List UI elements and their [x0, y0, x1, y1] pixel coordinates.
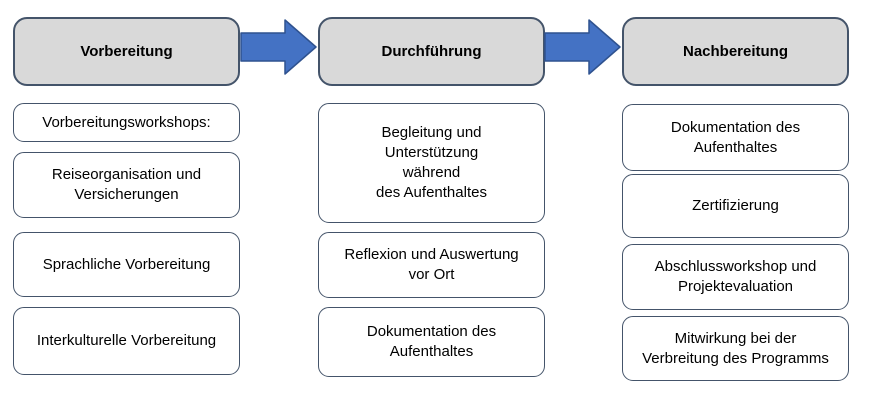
task-box-label: Zertifizierung	[692, 197, 779, 215]
task-box-label: Begleitung und Unterstützung während des…	[376, 124, 487, 201]
task-box-label: Vorbereitungsworkshops:	[42, 113, 211, 131]
stage-header-nachbereitung: Nachbereitung	[622, 17, 849, 86]
task-box-label: Dokumentation des Aufenthaltes	[670, 118, 801, 156]
task-box-sprachliche-vorbereitung: Sprachliche Vorbereitung	[13, 232, 240, 297]
task-box-label: Interkulturelle Vorbereitung	[36, 332, 217, 350]
task-box-label: Abschlussworkshop und Projektevaluation	[654, 258, 817, 295]
task-box-reflexion-auswertung: Reflexion und Auswertung vor Ort	[318, 232, 545, 298]
task-box-interkulturelle-vorbereitung: Interkulturelle Vorbereitung	[13, 307, 240, 375]
task-box-zertifizierung: Zertifizierung	[622, 174, 849, 238]
stage-header-label: Durchführung	[381, 43, 482, 60]
task-box-label: Dokumentation des Aufenthaltes	[366, 323, 497, 360]
task-box-label: Reflexion und Auswertung vor Ort	[344, 246, 519, 283]
task-box-mitwirkung-verbreitung: Mitwirkung bei der Verbreitung des Progr…	[622, 316, 849, 381]
task-box-label: Sprachliche Vorbereitung	[42, 255, 211, 273]
right-arrow-icon	[240, 19, 317, 75]
right-arrow-icon	[544, 19, 621, 75]
task-box-begleitung-unterstuetzung: Begleitung und Unterstützung während des…	[318, 103, 545, 223]
task-box-dokumentation-mitte: Dokumentation des Aufenthaltes	[318, 307, 545, 377]
stage-header-vorbereitung: Vorbereitung	[13, 17, 240, 86]
stage-header-label: Nachbereitung	[682, 43, 788, 60]
task-box-dokumentation-nachbereitung: Dokumentation des Aufenthaltes	[622, 104, 849, 171]
stage-header-label: Vorbereitung	[80, 43, 173, 60]
task-box-reiseorganisation: Reiseorganisation und Versicherungen	[13, 152, 240, 218]
stage-header-durchfuehrung: Durchführung	[318, 17, 545, 86]
task-box-label: Reiseorganisation und Versicherungen	[51, 166, 202, 203]
task-box-label: Mitwirkung bei der Verbreitung des Progr…	[642, 329, 829, 367]
task-box-abschlussworkshop: Abschlussworkshop und Projektevaluation	[622, 244, 849, 310]
task-box-vorbereitungsworkshops: Vorbereitungsworkshops:	[13, 103, 240, 142]
